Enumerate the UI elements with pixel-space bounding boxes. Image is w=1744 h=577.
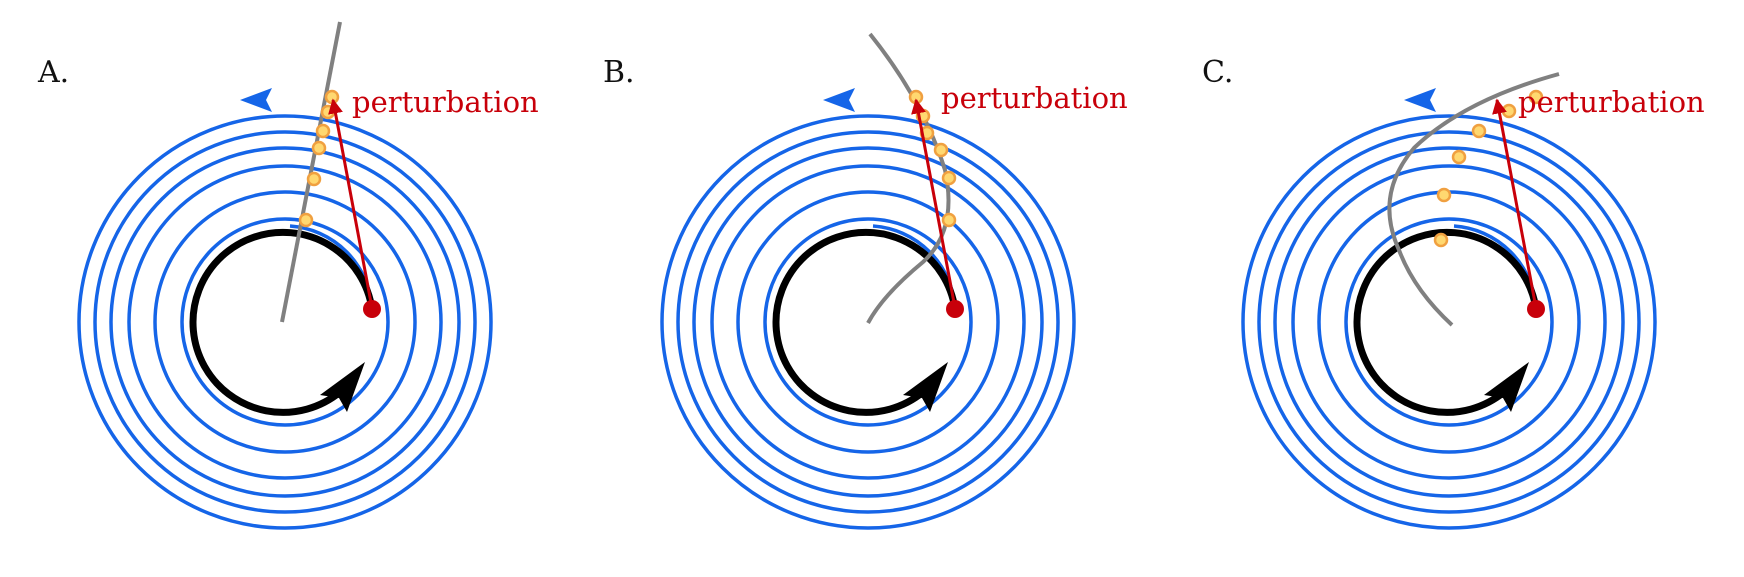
spiral-direction-arrowhead: [240, 88, 272, 112]
spiral-loop: [1273, 146, 1625, 498]
isochron-marker: [315, 123, 331, 139]
panel-a-letter: A.: [37, 55, 69, 90]
isochron-marker: [1528, 89, 1544, 105]
panel-c-perturbation-arrow: [1492, 98, 1538, 309]
limit-cycle-loop: [772, 228, 959, 416]
isochron-marker: [941, 212, 957, 228]
panel-c-perturbation-point: [1527, 300, 1545, 318]
limit-cycle-arrowhead: [320, 362, 365, 412]
panel-b-letter: B.: [603, 55, 635, 90]
panel-c-spiral-trajectory: [1241, 88, 1657, 530]
panel-c-limit-cycle: [1353, 228, 1540, 416]
spiral-loop: [676, 130, 1060, 514]
spiral-loop: [710, 164, 1026, 480]
panel-a-limit-cycle: [189, 228, 376, 416]
panel-b-isochron-curve: [866, 32, 951, 324]
isochron-marker: [311, 140, 327, 156]
spiral-direction-arrowhead: [1404, 88, 1436, 112]
panel-b-perturbation-arrow: [911, 98, 957, 309]
isochron-marker: [320, 104, 336, 120]
limit-cycle-loop: [1353, 228, 1540, 416]
panel-b-perturbation-label: perturbation: [941, 81, 1128, 115]
panel-c: C. perturbation: [1202, 55, 1705, 530]
limit-cycle-arrowhead: [1484, 362, 1529, 412]
spiral-loop: [180, 217, 390, 427]
spiral-loop: [660, 114, 1076, 530]
spiral-loop: [692, 146, 1044, 498]
isochron-marker: [941, 170, 957, 186]
panel-a-perturbation-point: [363, 300, 381, 318]
isochron-marker: [1471, 123, 1487, 139]
spiral-loop: [1241, 114, 1657, 530]
spiral-loop: [153, 190, 417, 454]
panel-c-isochron-markers: [1433, 89, 1544, 248]
spiral-loop: [127, 164, 443, 480]
isochron-marker: [933, 142, 949, 158]
panel-a-isochron-curve: [280, 21, 342, 323]
isochron-marker: [1451, 149, 1467, 165]
isochron-marker: [306, 171, 322, 187]
spiral-loop: [763, 217, 973, 427]
spiral-direction-arrowhead: [823, 88, 855, 112]
panel-b: B. perturbation: [603, 32, 1128, 530]
isochron-marker: [1433, 232, 1449, 248]
spiral-loop: [736, 190, 1000, 454]
panel-a-perturbation-arrow: [328, 98, 374, 309]
spiral-loop: [1344, 217, 1554, 427]
panel-b-perturbation-point: [946, 300, 964, 318]
panel-c-perturbation-label: perturbation: [1518, 85, 1705, 119]
panel-b-limit-cycle: [772, 228, 959, 416]
panel-b-spiral-trajectory: [660, 88, 1076, 530]
panel-a-perturbation-label: perturbation: [352, 85, 539, 119]
panel-c-isochron-curve: [1387, 72, 1560, 327]
panel-a: A. perturbation: [37, 21, 539, 530]
isochron-marker: [298, 212, 314, 228]
limit-cycle-arrowhead: [903, 362, 948, 412]
isochron-marker: [1501, 103, 1517, 119]
spiral-loop: [109, 146, 461, 498]
panel-c-letter: C.: [1202, 55, 1233, 90]
isochron-marker: [1436, 187, 1452, 203]
panel-a-spiral-trajectory: [77, 88, 493, 530]
spiral-loop: [77, 114, 493, 530]
spiral-loop: [1291, 164, 1607, 480]
limit-cycle-loop: [189, 228, 376, 416]
spiral-loop: [1257, 130, 1641, 514]
spiral-loop: [93, 130, 477, 514]
